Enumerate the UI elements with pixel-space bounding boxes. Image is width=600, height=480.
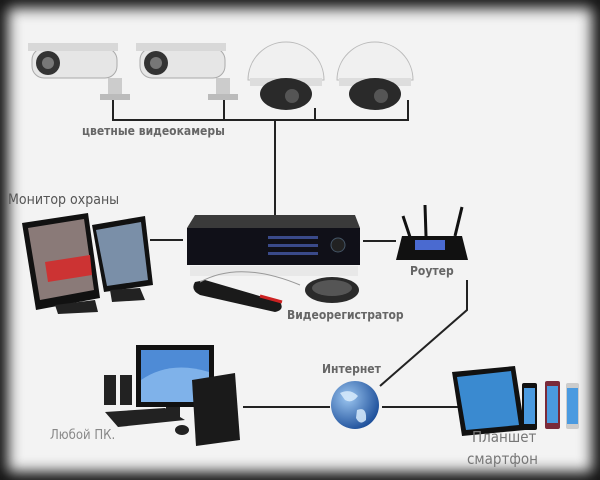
router-internet-line	[379, 280, 468, 387]
tablet-label: Планшет	[472, 428, 537, 446]
dome-camera-icon	[247, 41, 325, 110]
router-label: Роутер	[410, 264, 454, 278]
pc-label: Любой ПК.	[50, 428, 116, 443]
dvr-label: Видеорегистратор	[287, 308, 404, 322]
security-monitor-icon	[22, 213, 153, 314]
monitor-label: Монитор охраны	[8, 192, 120, 208]
smartphone-label: смартфон	[467, 450, 538, 468]
mouse-icon	[305, 277, 359, 303]
tablet-smartphone-icon	[452, 366, 579, 436]
router-icon	[396, 204, 468, 260]
mouse-cable	[199, 271, 301, 286]
camera-bus-line	[112, 100, 409, 121]
dvr-icon	[187, 215, 360, 276]
remote-control-icon	[193, 280, 283, 312]
bullet-camera-icon	[136, 43, 238, 100]
internet-globe-icon	[331, 381, 379, 429]
bullet-camera-icon	[28, 43, 130, 100]
cameras-label: цветные видеокамеры	[82, 124, 225, 138]
dome-camera-icon	[336, 41, 414, 110]
internet-label: Интернет	[322, 362, 381, 376]
desktop-pc-icon	[104, 345, 240, 446]
